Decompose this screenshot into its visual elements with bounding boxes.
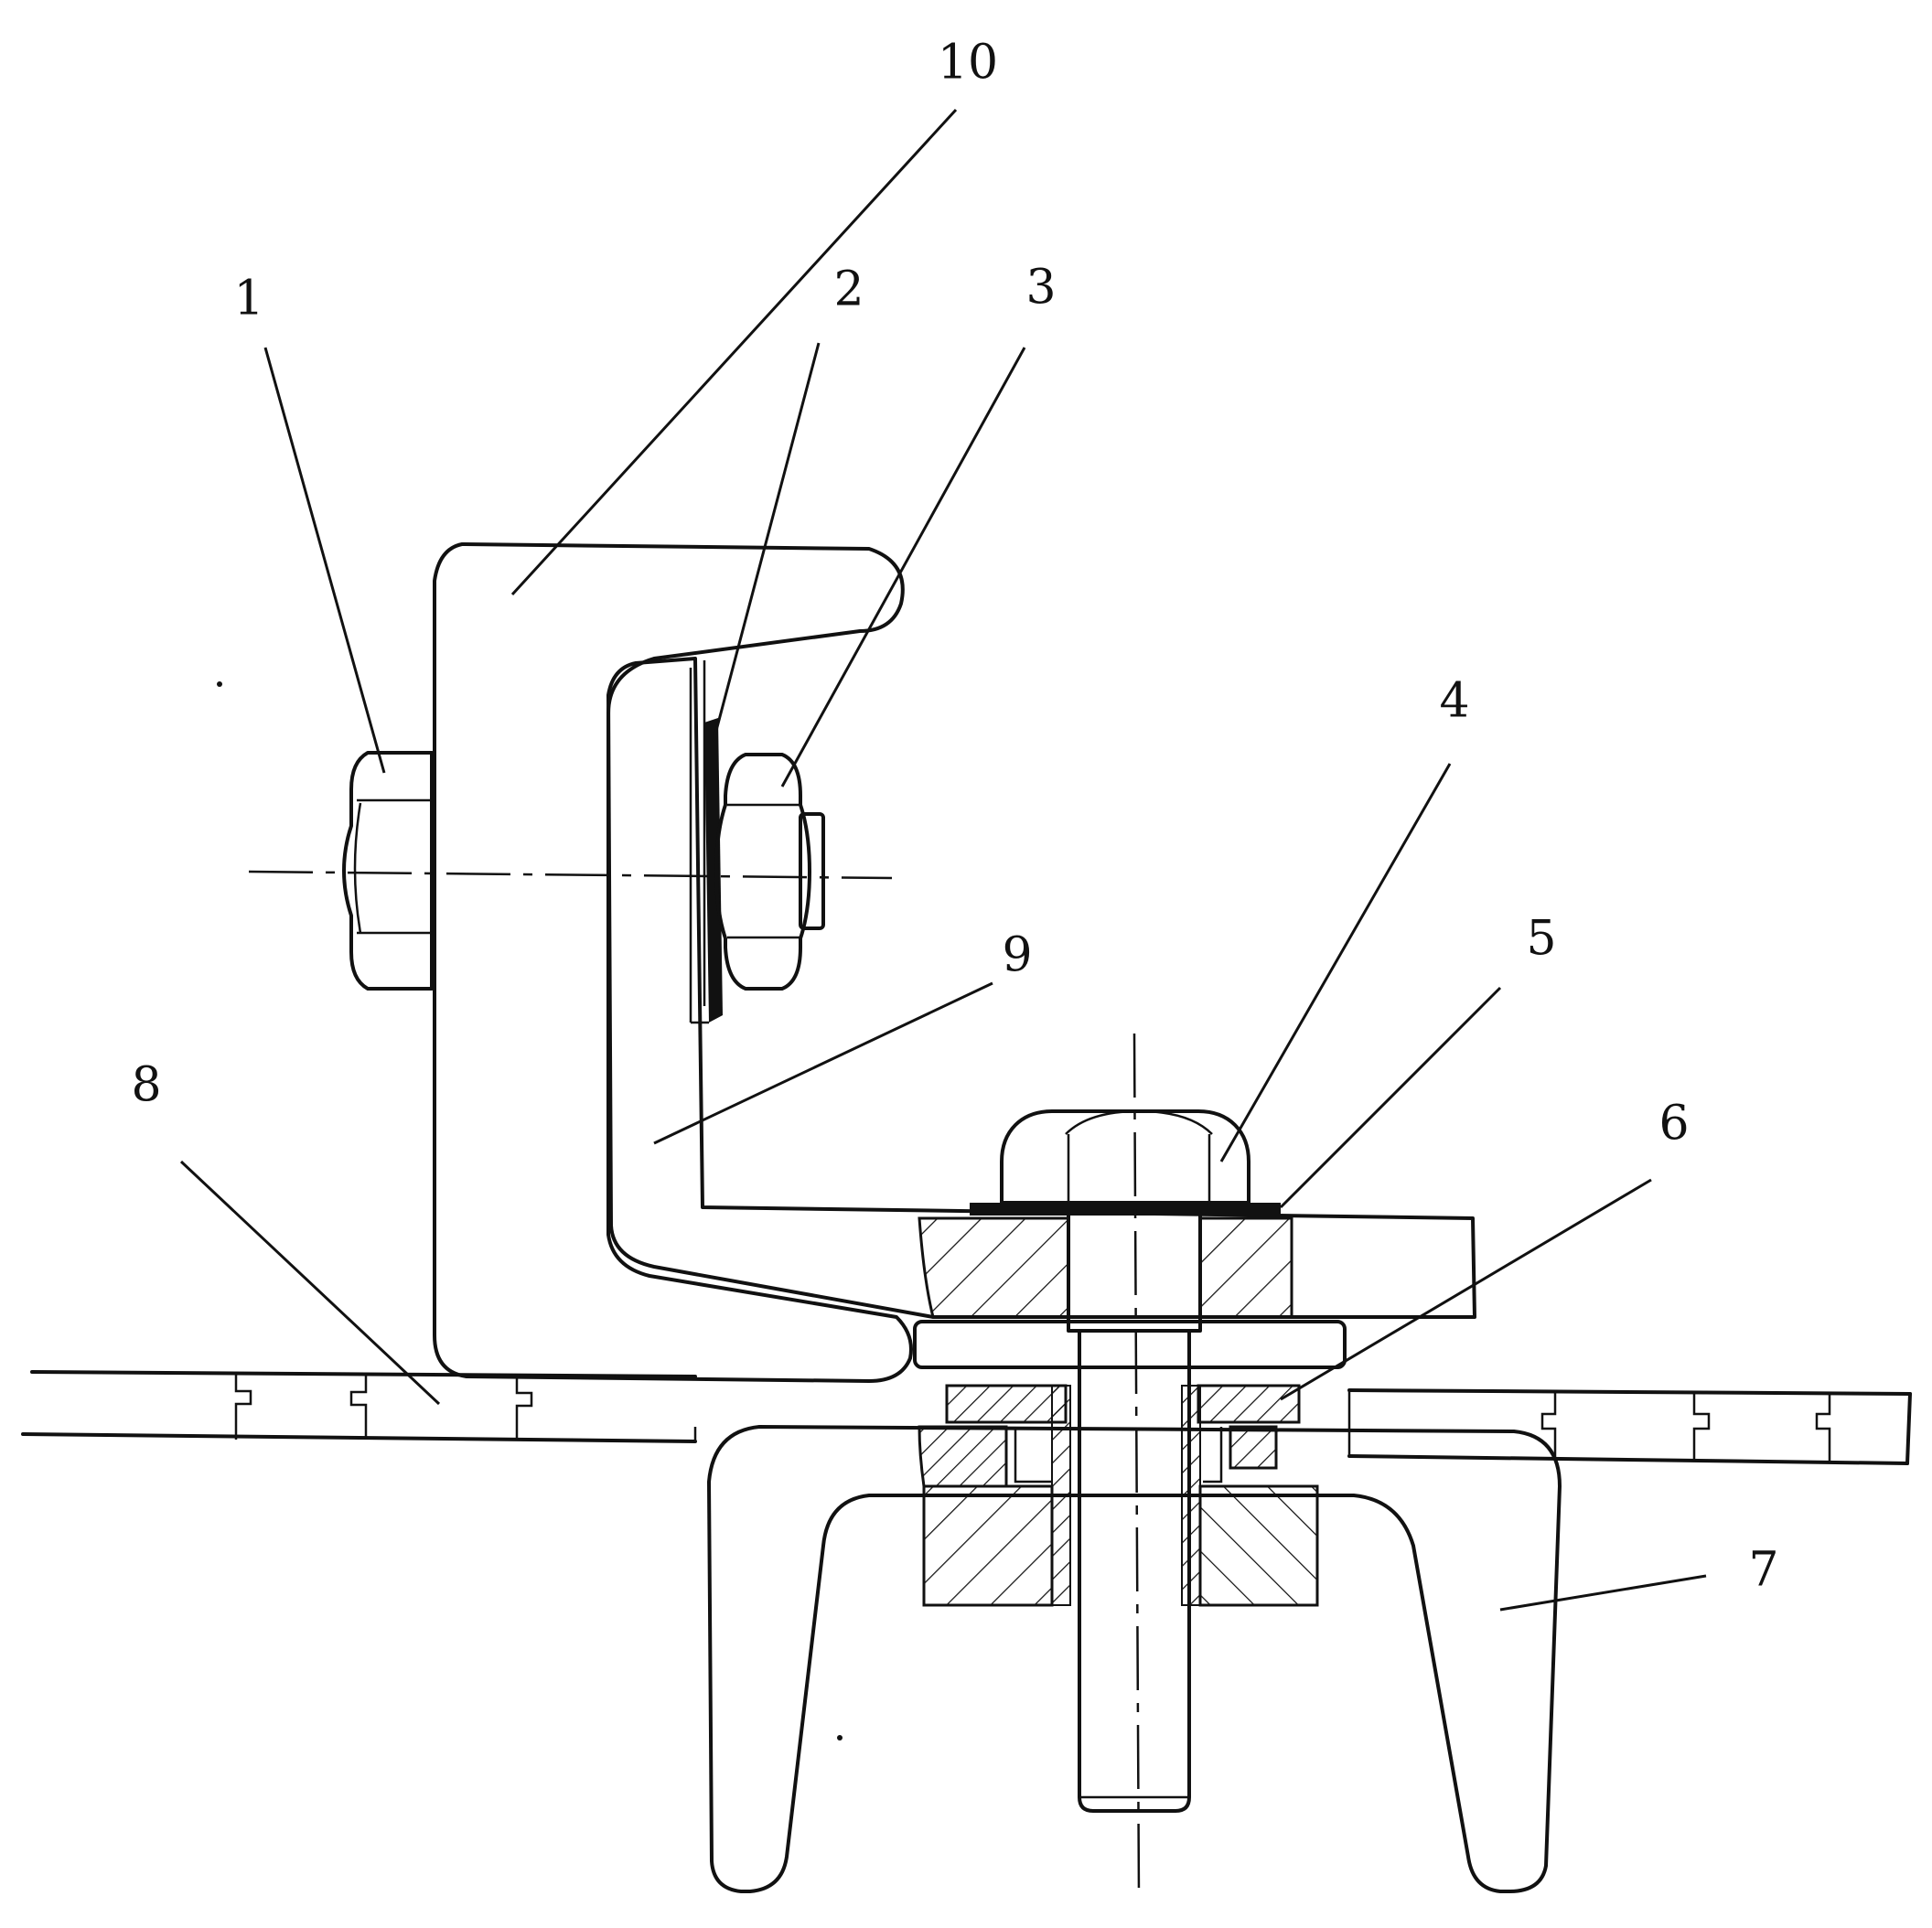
callout-10: 10 [938,36,998,91]
callout-3: 3 [1025,261,1056,316]
c-channel-clamp [433,542,913,1383]
callout-2: 2 [833,262,864,317]
callout-8: 8 [131,1058,161,1113]
callout-9: 9 [1002,928,1032,983]
rail-profile [693,1390,1562,1893]
callout-6: 6 [1658,1097,1689,1151]
vertical-centerline [1132,1033,1141,1899]
callout-7: 7 [1748,1543,1778,1598]
washer-and-nut [689,668,825,1024]
base-plate [21,1370,1912,1465]
left-bolt-head [342,751,434,991]
scan-speck [217,681,222,687]
leader-lines [179,108,1707,1612]
horizontal-centerline [248,870,893,880]
hex-bolt-head [970,1109,1281,1216]
callout-labels: 1 2 3 4 5 6 7 8 9 10 [131,36,1778,1598]
callout-5: 5 [1526,912,1556,967]
scan-speck [837,1735,843,1741]
callout-1: 1 [233,272,263,327]
hatched-sections [913,1216,1347,1607]
angle-bracket [606,657,1476,1319]
callout-4: 4 [1439,674,1469,729]
bolt-shank [1067,1201,1202,1813]
